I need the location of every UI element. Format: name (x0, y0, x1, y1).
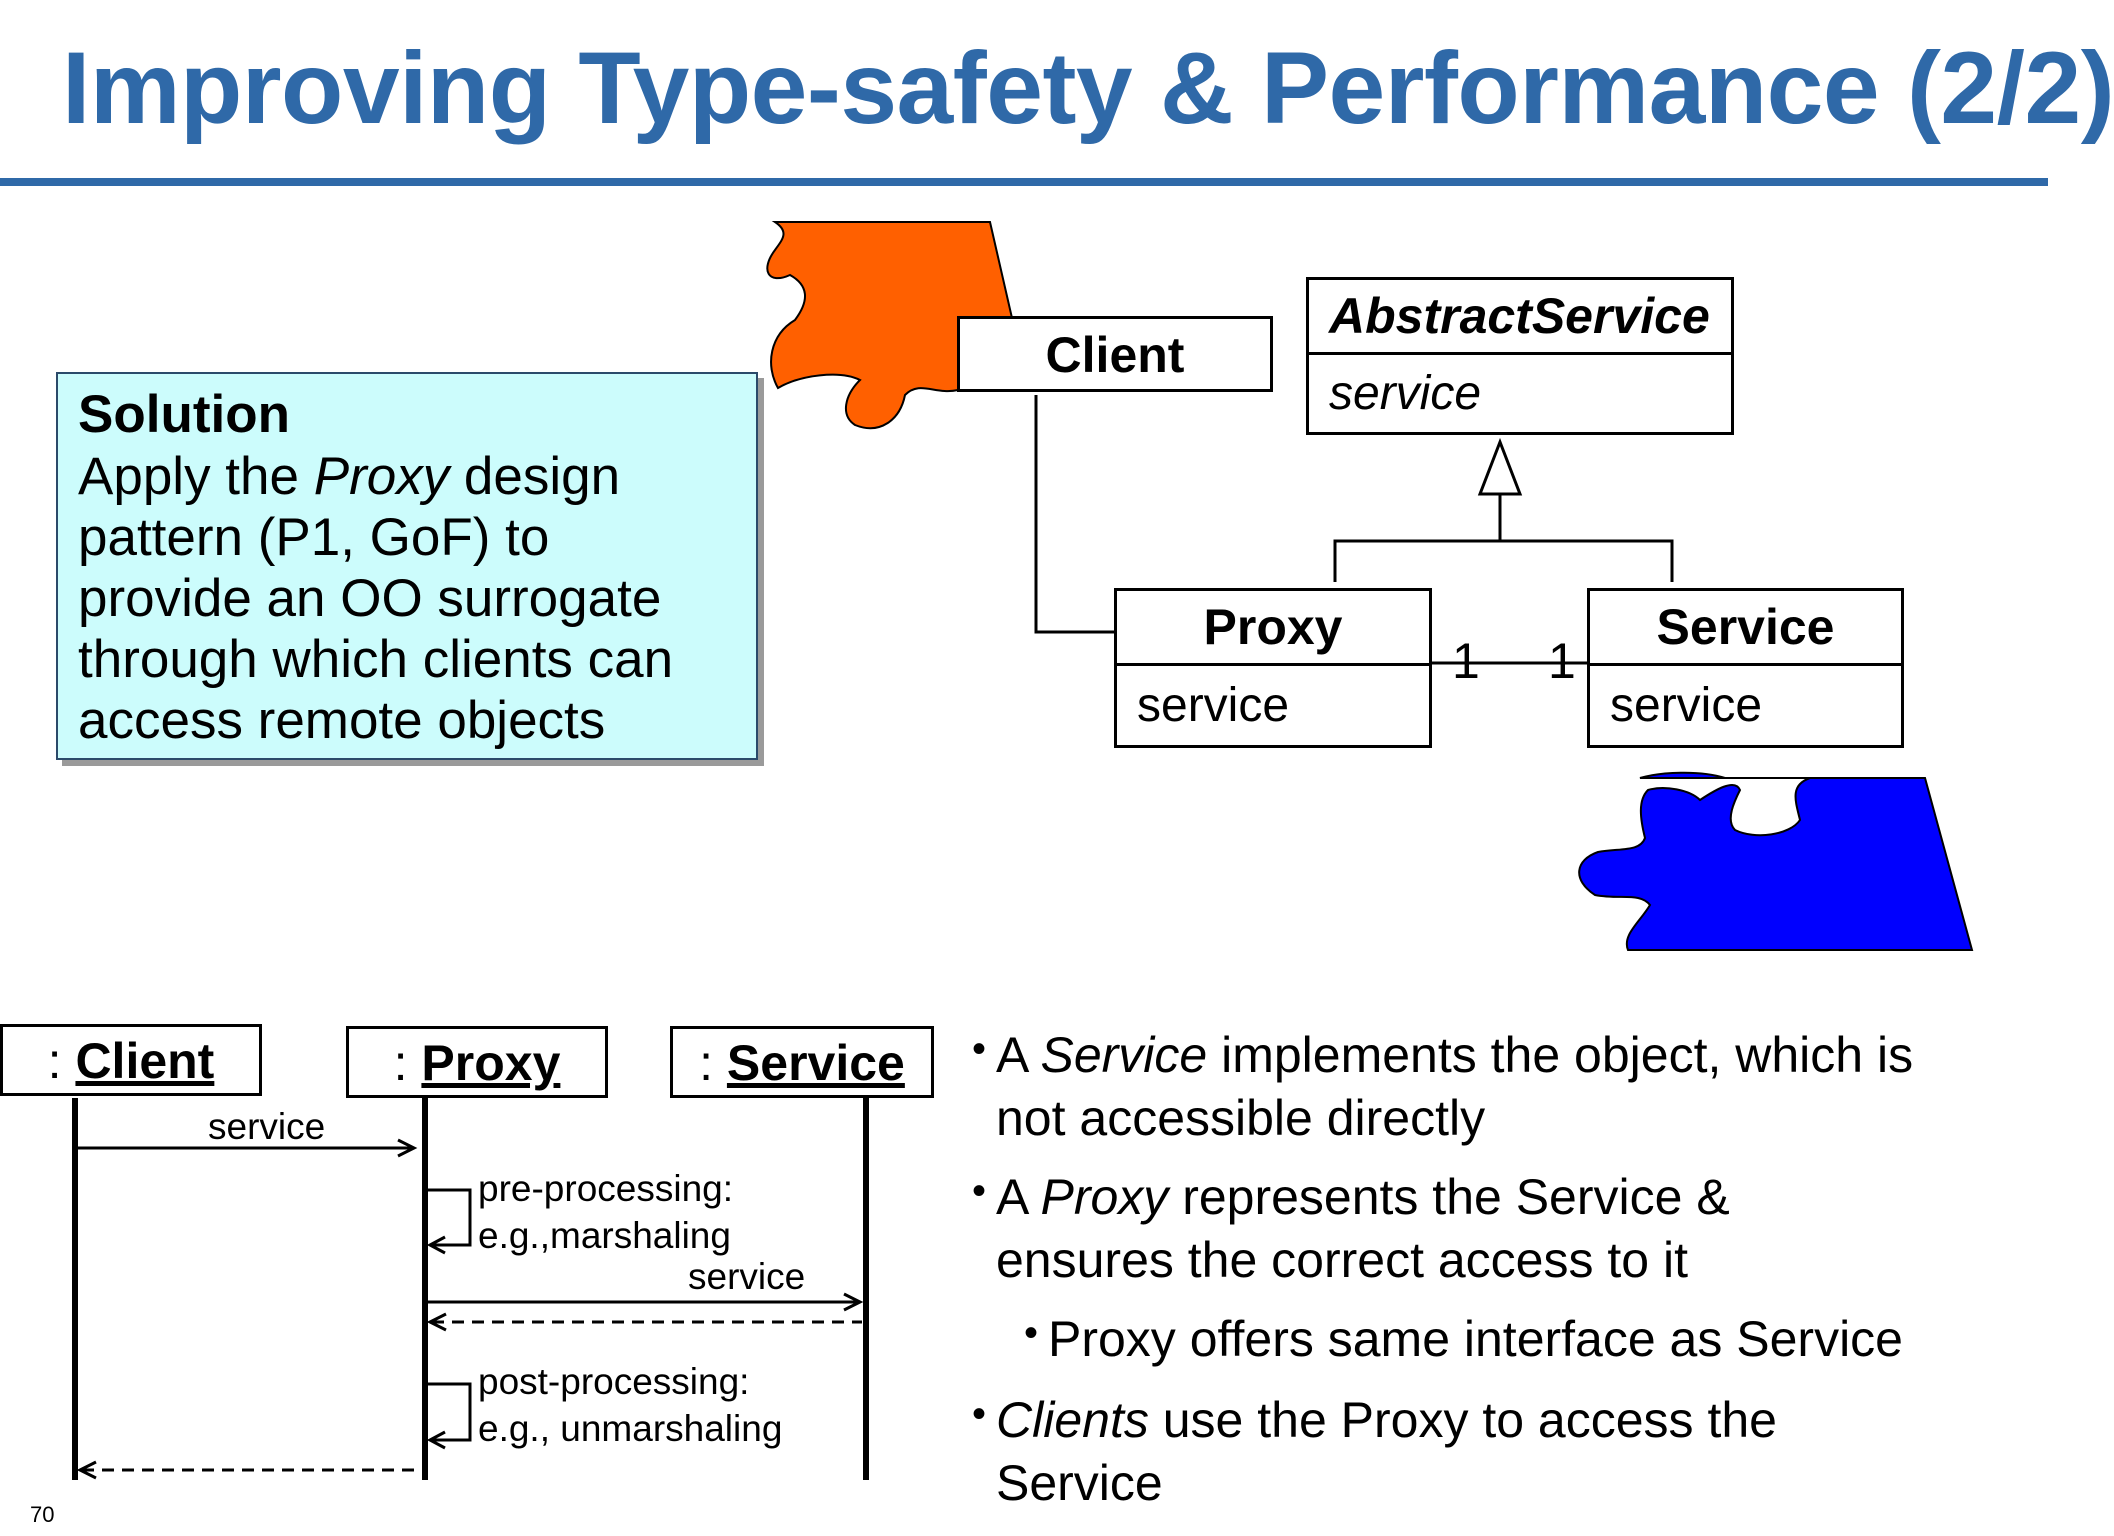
bullet-1-line2: not accessible directly (996, 1090, 1486, 1146)
service-class: Service service (1587, 588, 1904, 748)
multiplicity-right: 1 (1548, 633, 1576, 689)
bullet-1-pre: A (996, 1027, 1041, 1083)
seq-service-name: Service (726, 1035, 905, 1091)
proxy-class-name: Proxy (1203, 599, 1343, 655)
bullet-4-line2: Service (996, 1455, 1163, 1511)
bullet-4: • Clients use the Proxy to access the Se… (972, 1389, 1777, 1515)
class-diagram-lines (1034, 395, 1674, 665)
bullet-1: • A Service implements the object, which… (972, 1024, 1914, 1150)
bullet-dot: • (972, 1027, 987, 1071)
solution-line1-post: design (449, 447, 621, 506)
blue-puzzle-icon (1578, 771, 1974, 951)
sequence-lifelines (72, 1098, 869, 1480)
slide-title: Improving Type-safety & Performance (2/2… (62, 31, 2114, 145)
seq-client-name: Client (75, 1033, 215, 1089)
bullet-2-emphasis: Proxy (1040, 1169, 1169, 1225)
seq-client-prefix: : (47, 1033, 76, 1089)
bullet-2-post: represents the Service & (1168, 1169, 1730, 1225)
solution-line1-pre: Apply the (78, 447, 314, 506)
bullet-1-post: implements the object, which is (1207, 1027, 1914, 1083)
solution-line4: through which clients can (78, 630, 674, 689)
seq-proxy-prefix: : (393, 1035, 422, 1091)
bullet-dot: • (972, 1392, 987, 1436)
abstract-service-class: AbstractService service (1306, 277, 1734, 435)
seq-pre-processing: pre-processing: (478, 1168, 734, 1209)
bullet-4-emphasis: Clients (996, 1392, 1149, 1448)
solution-line1-emphasis: Proxy (313, 447, 450, 506)
solution-line5: access remote objects (78, 691, 606, 750)
seq-proxy-box: : Proxy (346, 1026, 608, 1098)
solution-text: Apply the Proxy design pattern (P1, GoF)… (78, 446, 736, 751)
proxy-class: Proxy service (1114, 588, 1432, 748)
seq-proxy-name: Proxy (421, 1035, 561, 1091)
bullet-2-line2: ensures the correct access to it (996, 1232, 1688, 1288)
service-class-op: service (1590, 663, 1901, 746)
seq-msg-service-2: service (688, 1256, 806, 1297)
seq-marshaling: e.g.,marshaling (478, 1215, 731, 1256)
bullet-2-pre: A (996, 1169, 1041, 1225)
multiplicity-left: 1 (1452, 633, 1480, 689)
client-class-name: Client (1045, 327, 1185, 383)
seq-service-box: : Service (670, 1026, 934, 1098)
sequence-messages (76, 1138, 864, 1480)
seq-unmarshaling: e.g., unmarshaling (478, 1408, 783, 1449)
abstract-service-op: service (1309, 352, 1731, 433)
seq-service-prefix: : (699, 1035, 727, 1091)
bullet-1-emphasis: Service (1040, 1027, 1208, 1083)
orange-puzzle-icon (766, 221, 1014, 430)
bullet-dot: • (1024, 1311, 1039, 1355)
solution-heading: Solution (78, 385, 290, 444)
bullet-4-post: use the Proxy to access the (1148, 1392, 1777, 1448)
solution-line3: provide an OO surrogate (78, 569, 662, 628)
diagram-graphics (72, 221, 1974, 1480)
seq-msg-service-1: service (208, 1106, 326, 1147)
proxy-class-op: service (1117, 663, 1429, 746)
title-rule (0, 178, 2048, 186)
solution-line2: pattern (P1, GoF) to (78, 508, 550, 567)
solution-box: Solution Apply the Proxy design pattern … (56, 372, 758, 760)
client-class: Client (957, 316, 1273, 392)
service-class-name: Service (1656, 599, 1835, 655)
seq-client-box: : Client (0, 1024, 262, 1096)
page-number: 70 (30, 1502, 55, 1527)
abstract-service-name: AbstractService (1329, 288, 1710, 344)
seq-post-processing: post-processing: (478, 1361, 750, 1402)
bullet-dot: • (972, 1169, 987, 1213)
bullet-2: • A Proxy represents the Service & ensur… (972, 1166, 1730, 1292)
bullet-3-text: Proxy offers same interface as Service (1048, 1311, 1903, 1367)
bullet-3: • Proxy offers same interface as Service (1024, 1308, 1903, 1371)
